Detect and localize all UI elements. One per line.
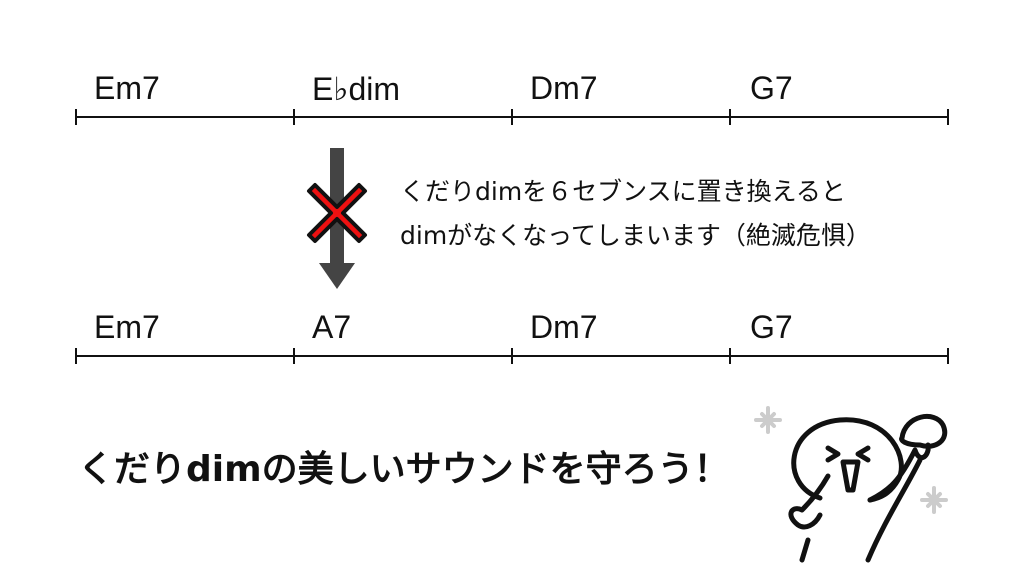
barline (293, 109, 295, 125)
barline (729, 109, 731, 125)
chord-row-substituted: Em7 A7 Dm7 G7 (0, 309, 1024, 369)
chord-3: Dm7 (530, 309, 598, 345)
chord-4: G7 (750, 70, 793, 106)
chord-2: A7 (312, 309, 352, 345)
barline (293, 348, 295, 364)
barline (511, 109, 513, 125)
chord-2: E♭dim (312, 71, 400, 107)
barline (75, 348, 77, 364)
cross-icon (307, 183, 367, 243)
barline (75, 109, 77, 125)
chord-1: Em7 (94, 309, 160, 345)
note-line-1: くだりdimを６セブンスに置き換えると (400, 177, 846, 206)
note-line-2: dimがなくなってしまいます（絶滅危惧） (400, 221, 871, 250)
chord-4: G7 (750, 309, 793, 345)
chord-3: Dm7 (530, 70, 598, 106)
chord-row-original: Em7 E♭dim Dm7 G7 (0, 70, 1024, 130)
barline (947, 348, 949, 364)
barline (947, 109, 949, 125)
chord-1: Em7 (94, 70, 160, 106)
sparkle-icon (754, 406, 948, 514)
slogan-text: くだりdimの美しいサウンドを守ろう！ (78, 449, 730, 490)
arrow-with-cross-icon (307, 148, 367, 289)
barline (729, 348, 731, 364)
explanation-note: くだりdimを６セブンスに置き換えると dimがなくなってしまいます（絶滅危惧） (400, 170, 871, 258)
barline (511, 348, 513, 364)
cheering-character-icon (754, 406, 948, 563)
